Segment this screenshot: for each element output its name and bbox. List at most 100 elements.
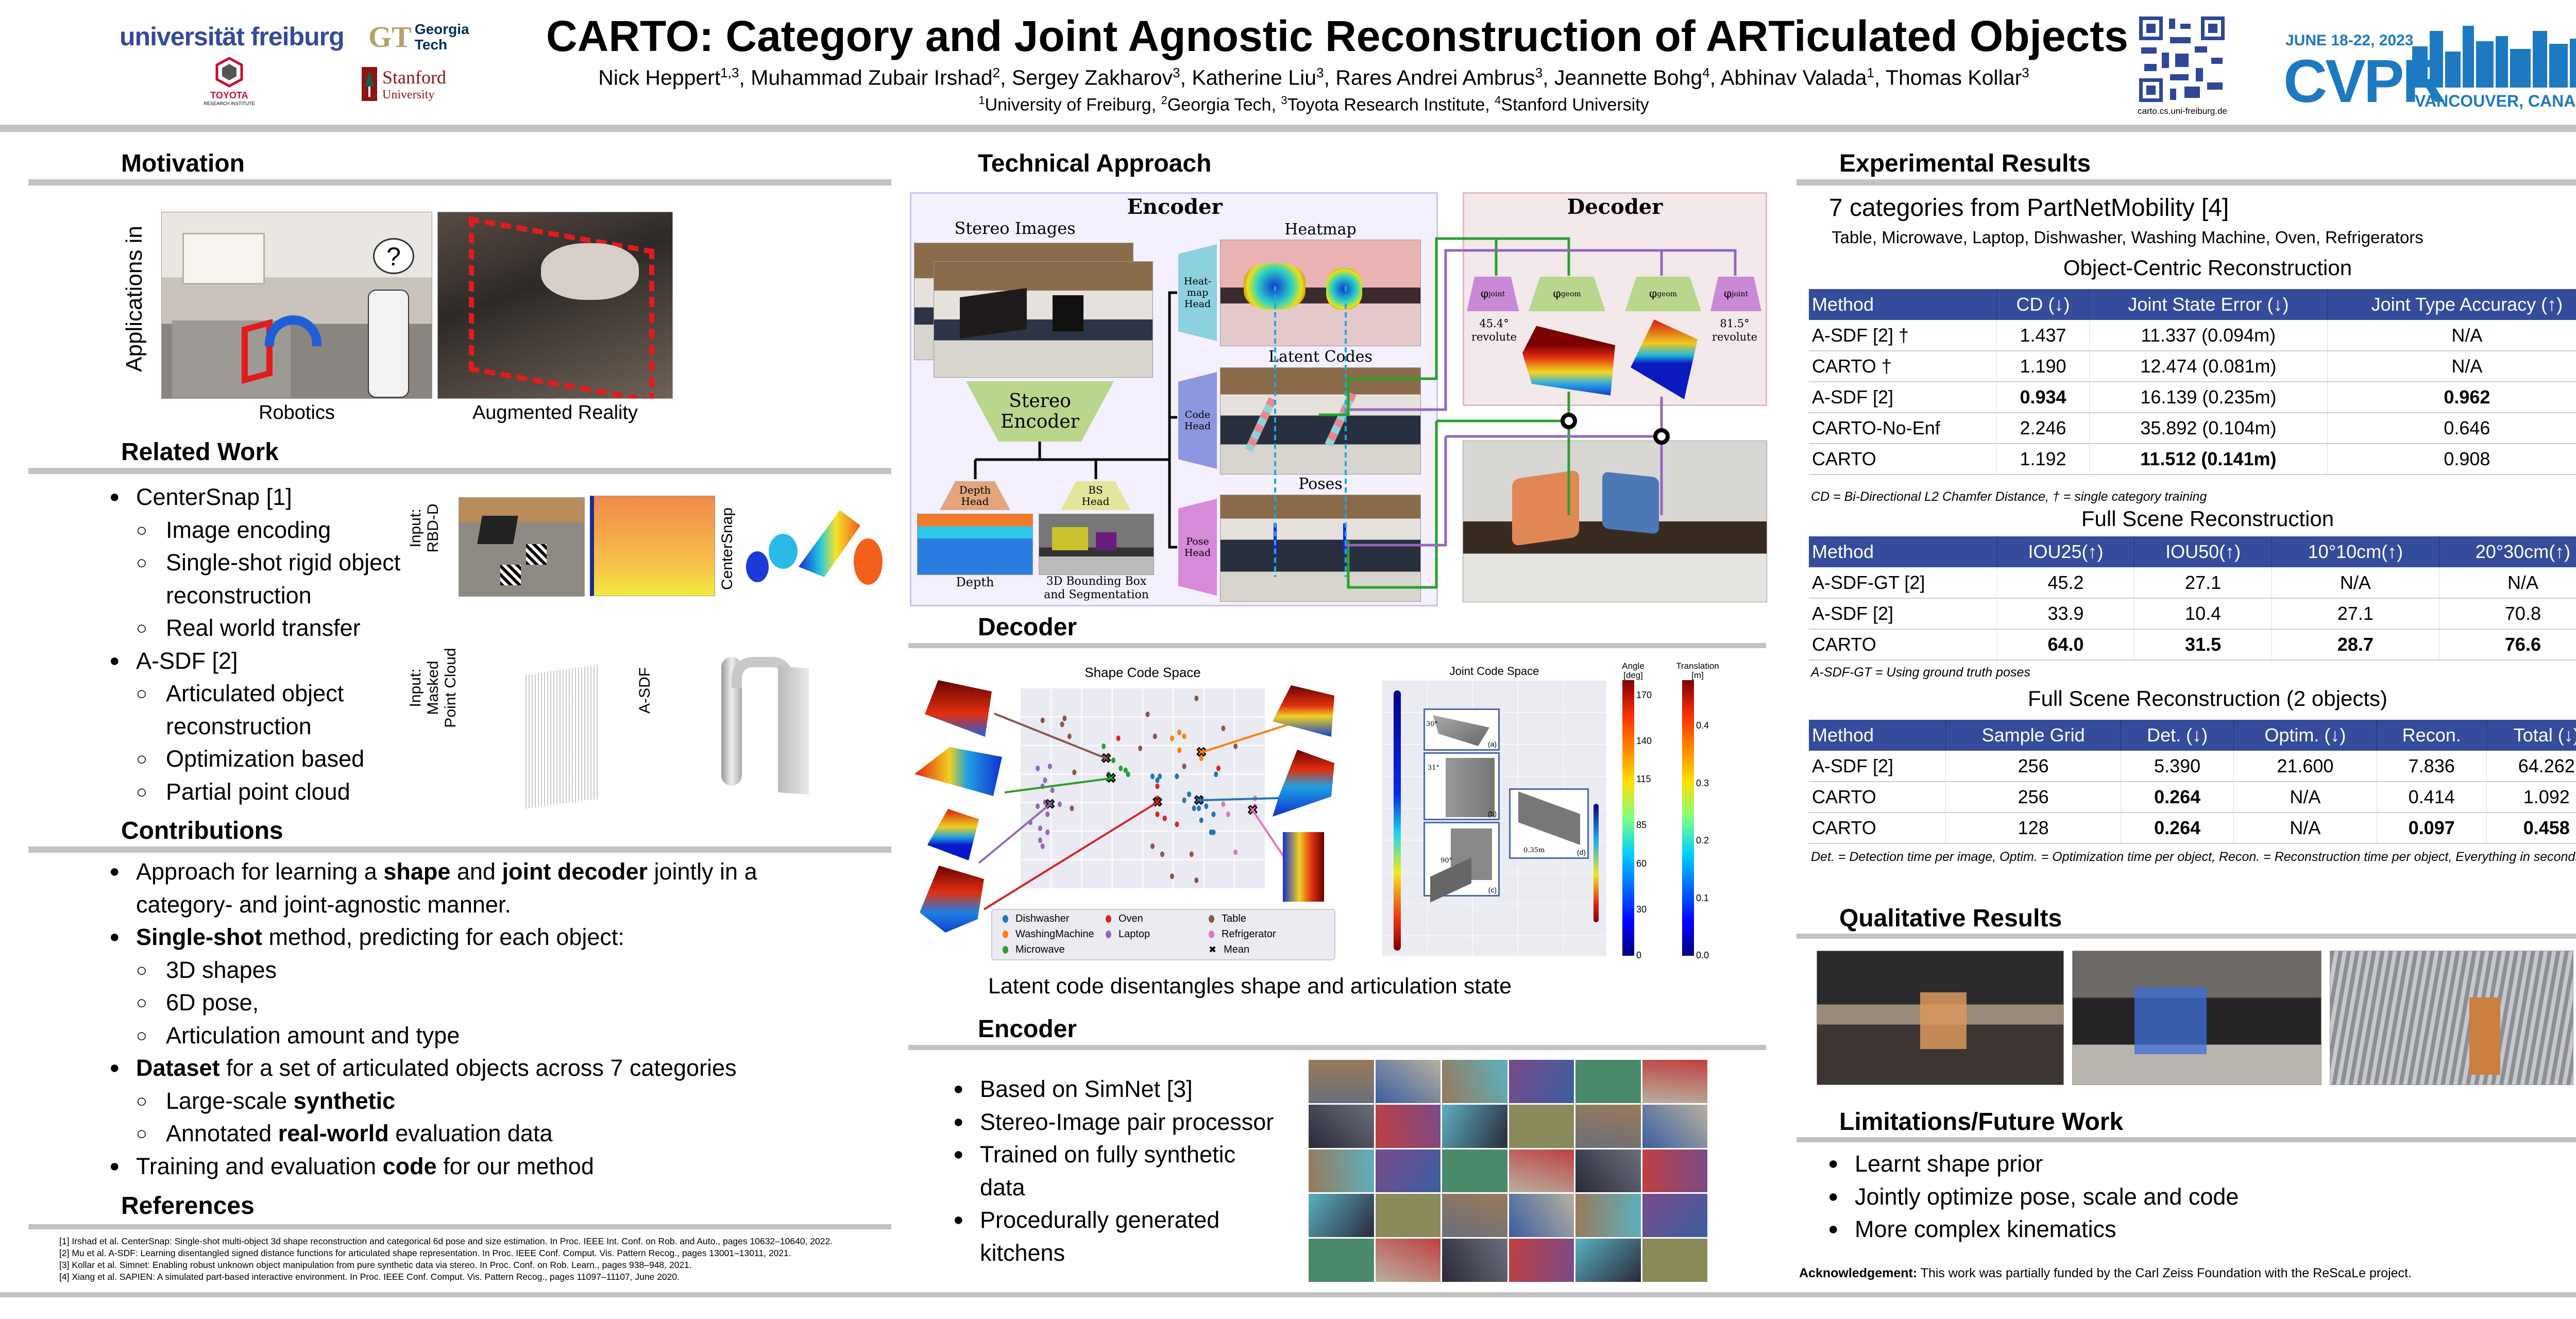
synthetic-sample-tile bbox=[1575, 1239, 1641, 1282]
table-cell: 0.097 bbox=[2377, 813, 2487, 844]
column-header: Optim. (↓) bbox=[2233, 720, 2377, 751]
centersnap-input-label: Input: RBD-D bbox=[407, 471, 442, 585]
legend-item: ✖Mean bbox=[1209, 944, 1249, 956]
list-item-text: Dataset bbox=[136, 1055, 220, 1081]
encoder-title: Encoder bbox=[1127, 195, 1223, 219]
list-item: ●Dataset for a set of articulated object… bbox=[109, 1052, 757, 1085]
stereo-image-right bbox=[934, 261, 1153, 378]
qr-code[interactable] bbox=[2139, 16, 2225, 102]
list-item-text: real-world bbox=[278, 1120, 389, 1146]
synthetic-sample-tile bbox=[1309, 1149, 1374, 1193]
synthetic-sample-tile bbox=[1375, 1104, 1440, 1148]
data-point-microwave bbox=[1106, 771, 1111, 777]
hollow-bullet-icon: ○ bbox=[136, 519, 147, 540]
author-affiliation-index: 3 bbox=[1316, 65, 1324, 80]
list-item: ○Real world transfer bbox=[109, 612, 400, 645]
list-item-text: Learnt shape prior bbox=[1855, 1151, 2043, 1177]
method-cell: A-SDF [2] † bbox=[1809, 320, 1997, 351]
data-point-table bbox=[1067, 733, 1072, 739]
table-cell: N/A bbox=[2272, 567, 2439, 599]
head-line: Head bbox=[1184, 547, 1211, 559]
data-point-washingmachine bbox=[1177, 747, 1182, 753]
data-point-laptop bbox=[1036, 803, 1040, 809]
list-item-text: CenterSnap [1] bbox=[136, 484, 292, 510]
table-cell: 256 bbox=[1945, 782, 2122, 813]
method-cell: CARTO bbox=[1809, 444, 1997, 475]
author: Rares Andrei Ambrus bbox=[1335, 65, 1535, 90]
table-cell: 35.892 (0.104m) bbox=[2089, 413, 2328, 444]
affiliation: Stanford University bbox=[1501, 95, 1649, 115]
table-cell: 12.474 (0.081m) bbox=[2089, 351, 2328, 382]
colorbar-tick: 140 bbox=[1636, 735, 1652, 746]
synthetic-sample-tile bbox=[1509, 1239, 1574, 1282]
bullet-icon: ● bbox=[953, 1079, 964, 1098]
data-point-table bbox=[1060, 721, 1064, 728]
author-list: Nick Heppert1,3, Muhammad Zubair Irshad2… bbox=[598, 65, 2029, 90]
list-item-text: Single-shot rigid object bbox=[166, 549, 401, 576]
data-point-table bbox=[1182, 763, 1187, 769]
angle-colorbar-label: Angle [deg] bbox=[1618, 662, 1649, 680]
header-divider bbox=[0, 125, 2576, 132]
results-divider bbox=[1797, 179, 2576, 185]
gt-text-1: Georgia bbox=[414, 21, 469, 37]
legend-item: Microwave bbox=[1003, 944, 1065, 956]
legend-label: Table bbox=[1222, 913, 1246, 924]
author-affiliation-index: 3 bbox=[2022, 65, 2029, 80]
list-item-text: Jointly optimize pose, scale and code bbox=[1855, 1183, 2239, 1210]
legend-dot-icon bbox=[1106, 915, 1111, 923]
head-line: Head bbox=[1081, 495, 1110, 508]
shape-thumb-oven bbox=[920, 866, 984, 933]
column-header: IOU25(↑) bbox=[1997, 536, 2135, 567]
reference-item: [1] Irshad et al. CenterSnap: Single-sho… bbox=[59, 1236, 833, 1246]
data-point-laptop bbox=[1038, 837, 1042, 843]
synthetic-sample-tile bbox=[1575, 1060, 1641, 1103]
list-item-text: Optimization based bbox=[166, 746, 365, 772]
affiliation: Georgia Tech bbox=[1167, 95, 1272, 115]
list-item: ●More complex kinematics bbox=[1828, 1213, 2239, 1246]
data-point-table bbox=[1170, 873, 1174, 880]
data-point-refrigerator bbox=[1221, 801, 1226, 807]
shape-thumb-dishwasher bbox=[1273, 750, 1334, 817]
toyota-sub-text: RESEARCH INSTITUTE bbox=[204, 101, 255, 106]
list-item-text: reconstruction bbox=[166, 713, 312, 739]
table-title: Object-Centric Reconstruction bbox=[2063, 256, 2352, 280]
list-item-text: for our method bbox=[436, 1153, 594, 1179]
categories-title: 7 categories from PartNetMobility [4] bbox=[1829, 194, 2229, 222]
legend-label: Oven bbox=[1118, 913, 1143, 924]
author-affiliation-index: 3 bbox=[1173, 65, 1180, 80]
list-item-text: Articulation amount and type bbox=[166, 1022, 460, 1049]
inset-value: 31° bbox=[1428, 764, 1440, 772]
legend-item: Laptop bbox=[1106, 928, 1150, 940]
stanford-text: Stanford bbox=[382, 66, 446, 88]
legend-label: Dishwasher bbox=[1015, 913, 1070, 924]
bullet-icon: ● bbox=[1828, 1219, 1839, 1239]
qualitative-image-2 bbox=[2072, 951, 2321, 1085]
reference-item: [2] Mu et al. A-SDF: Learning disentangl… bbox=[59, 1248, 791, 1258]
column-header: Method bbox=[1809, 720, 1946, 751]
affiliation-index: 2 bbox=[1161, 94, 1167, 107]
synthetic-sample-tile bbox=[1442, 1239, 1507, 1282]
data-point-dishwasher bbox=[1150, 773, 1155, 780]
reference-item: [3] Kollar et al. Simnet: Enabling robus… bbox=[59, 1260, 692, 1270]
data-point-laptop bbox=[1057, 801, 1062, 807]
shape-thumb-laptop bbox=[927, 809, 979, 860]
qualitative-image-1 bbox=[1817, 951, 2064, 1085]
head-line: Code bbox=[1184, 409, 1211, 420]
encoder-list: ●Based on SimNet [3]●Stereo-Image pair p… bbox=[953, 1073, 1274, 1269]
inset-label: (d) bbox=[1577, 848, 1586, 856]
reconstruction-result-image bbox=[1463, 441, 1767, 602]
affiliation-list: 1University of Freiburg, 2Georgia Tech, … bbox=[978, 94, 1649, 115]
column-header: Det. (↓) bbox=[2121, 720, 2234, 751]
phi-symbol: φ bbox=[1553, 287, 1561, 300]
affiliation-index: 3 bbox=[1281, 94, 1287, 107]
list-item: ○Articulated object bbox=[109, 677, 400, 710]
list-item: category- and joint-agnostic manner. bbox=[109, 888, 757, 921]
table-footnote: CD = Bi-Directional L2 Chamfer Distance,… bbox=[1811, 489, 2207, 504]
limitations-divider bbox=[1797, 1137, 2576, 1142]
list-item: ○Optimization based bbox=[109, 742, 400, 775]
head-line: Head bbox=[1184, 298, 1211, 310]
